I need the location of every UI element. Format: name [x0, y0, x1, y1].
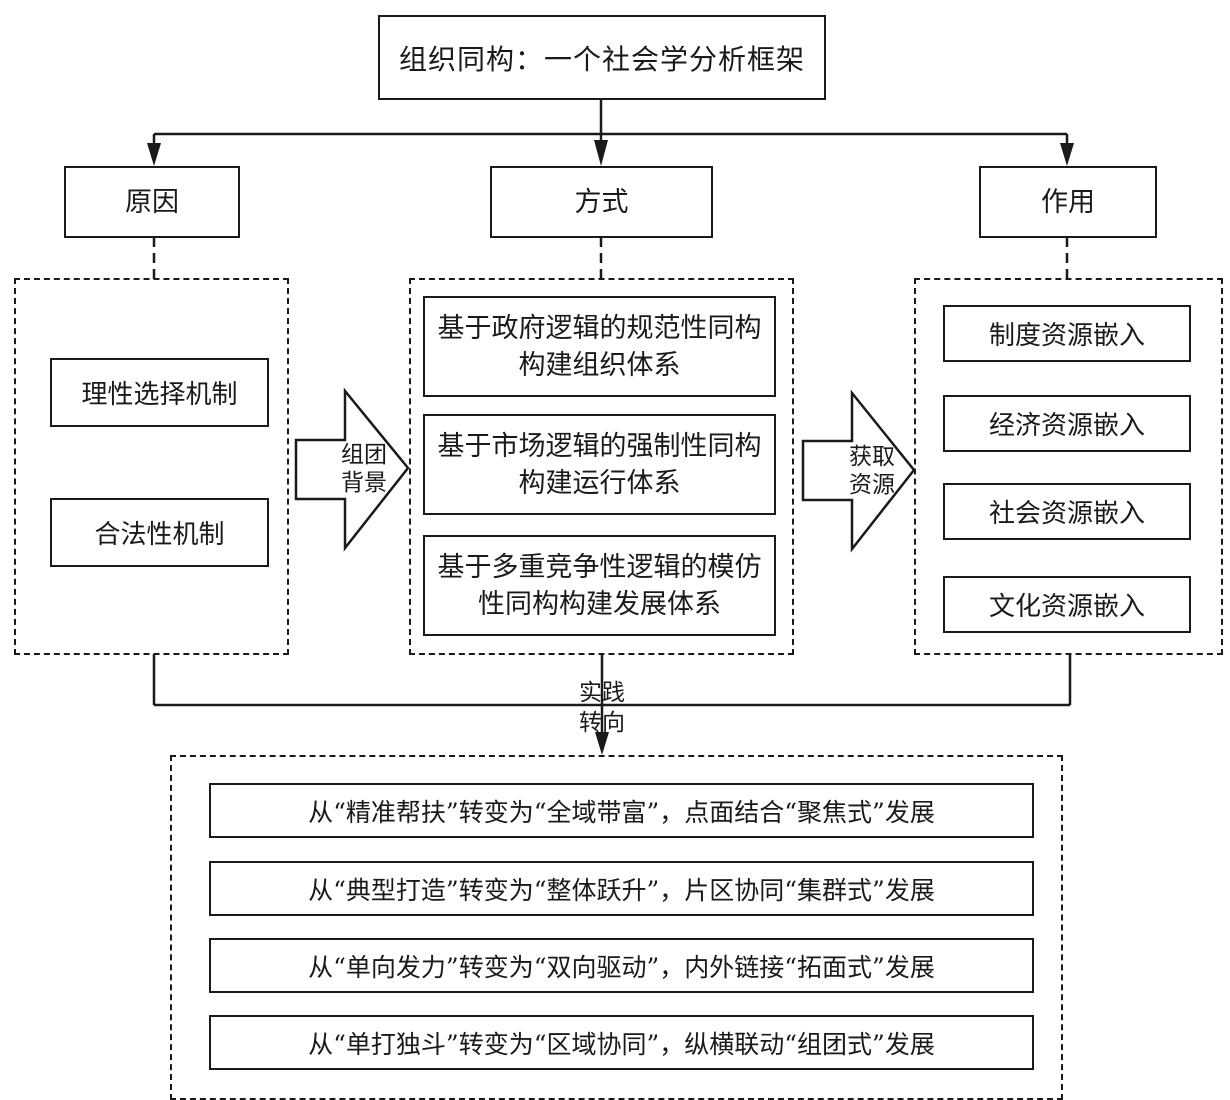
cause-heading-box: 原因 [64, 166, 240, 238]
outcome-text: 从“单打独斗”转变为“区域协同”，纵横联动“组团式”发展 [308, 1029, 935, 1059]
outcome-item: 从“单向发力”转变为“双向驱动”，内外链接“拓面式”发展 [209, 938, 1034, 993]
method-item-text: 基于多重竞争性逻辑的模仿性同构构建发展体系 [437, 551, 762, 620]
effect-item: 社会资源嵌入 [943, 483, 1191, 540]
title-to-effect-arrow [1060, 143, 1074, 166]
effect-item-text: 制度资源嵌入 [988, 321, 1145, 351]
outcome-text: 从“单向发力”转变为“双向驱动”，内外链接“拓面式”发展 [308, 952, 935, 982]
method-item: 基于市场逻辑的强制性同构构建运行体系 [423, 414, 776, 515]
cause-to-method-block-arrow [294, 387, 410, 552]
effect-item-text: 社会资源嵌入 [988, 499, 1145, 529]
title-text: 组织同构：一个社会学分析框架 [398, 42, 805, 76]
cause-item-text: 理性选择机制 [81, 380, 238, 410]
method-to-effect-block-arrow [801, 389, 916, 553]
cause-heading: 原因 [125, 186, 179, 218]
method-item: 基于政府逻辑的规范性同构构建组织体系 [423, 296, 776, 397]
method-item-text: 基于市场逻辑的强制性同构构建运行体系 [437, 430, 762, 499]
outcome-text: 从“精准帮扶”转变为“全域带富”，点面结合“聚焦式”发展 [308, 797, 935, 827]
practice-turn-arrow [595, 732, 609, 755]
arrow-label-line: 转向 [579, 710, 625, 736]
cause-item-text: 合法性机制 [94, 520, 225, 550]
method-heading-box: 方式 [490, 166, 713, 238]
effect-heading-box: 作用 [979, 166, 1157, 238]
method-item-text: 基于政府逻辑的规范性同构构建组织体系 [437, 312, 762, 381]
arrow-label-line: 获取 [849, 444, 895, 470]
effect-item: 文化资源嵌入 [943, 576, 1191, 633]
outcome-item: 从“精准帮扶”转变为“全域带富”，点面结合“聚焦式”发展 [209, 783, 1034, 838]
arrow-label-line: 背景 [341, 470, 387, 496]
effect-item: 制度资源嵌入 [943, 305, 1191, 362]
arrow-label-line: 资源 [849, 472, 895, 498]
outcome-text: 从“典型打造”转变为“整体跃升”，片区协同“集群式”发展 [308, 875, 935, 905]
cause-item: 理性选择机制 [50, 358, 269, 427]
effect-item: 经济资源嵌入 [943, 395, 1191, 452]
title-to-cause-arrow [147, 143, 161, 166]
outcome-item: 从“单打独斗”转变为“区域协同”，纵横联动“组团式”发展 [209, 1015, 1034, 1070]
cause-to-method-label: 组团 背景 [334, 441, 394, 497]
arrow-label-line: 组团 [341, 442, 387, 468]
arrow-label-line: 实践 [579, 680, 625, 706]
effect-item-text: 经济资源嵌入 [988, 411, 1145, 441]
title-box: 组织同构：一个社会学分析框架 [378, 15, 826, 100]
effect-item-text: 文化资源嵌入 [988, 592, 1145, 622]
outcome-item: 从“典型打造”转变为“整体跃升”，片区协同“集群式”发展 [209, 861, 1034, 916]
title-to-method-arrow [594, 140, 608, 166]
method-container [409, 278, 794, 655]
method-heading: 方式 [574, 186, 629, 218]
cause-item: 合法性机制 [50, 498, 269, 567]
cause-container [14, 278, 289, 655]
method-item: 基于多重竞争性逻辑的模仿性同构构建发展体系 [423, 535, 776, 636]
practice-turn-label: 实践 转向 [572, 678, 632, 738]
effect-container [914, 278, 1223, 655]
effect-heading: 作用 [1041, 186, 1095, 218]
method-to-effect-label: 获取 资源 [842, 443, 902, 499]
